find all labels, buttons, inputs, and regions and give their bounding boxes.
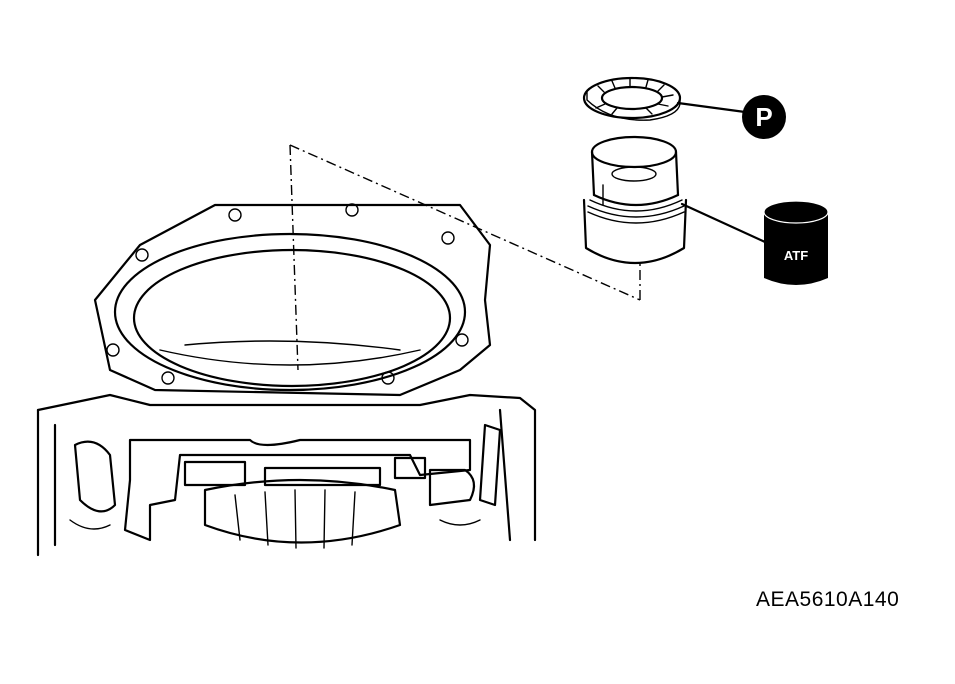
figure-code: AEA5610A140 <box>756 588 900 611</box>
sleeve-with-seal-ring <box>582 135 688 264</box>
petroleum-jelly-icon: P <box>742 95 786 139</box>
leader-line-p <box>676 101 747 114</box>
petroleum-jelly-symbol-label: P <box>755 102 772 132</box>
thrust-bearing <box>582 76 682 121</box>
transmission-case <box>36 203 537 557</box>
leader-line-atf <box>680 202 767 244</box>
alignment-lines <box>289 144 641 371</box>
atf-symbol-label: ATF <box>784 248 808 263</box>
atf-fluid-icon: ATF <box>763 200 829 285</box>
